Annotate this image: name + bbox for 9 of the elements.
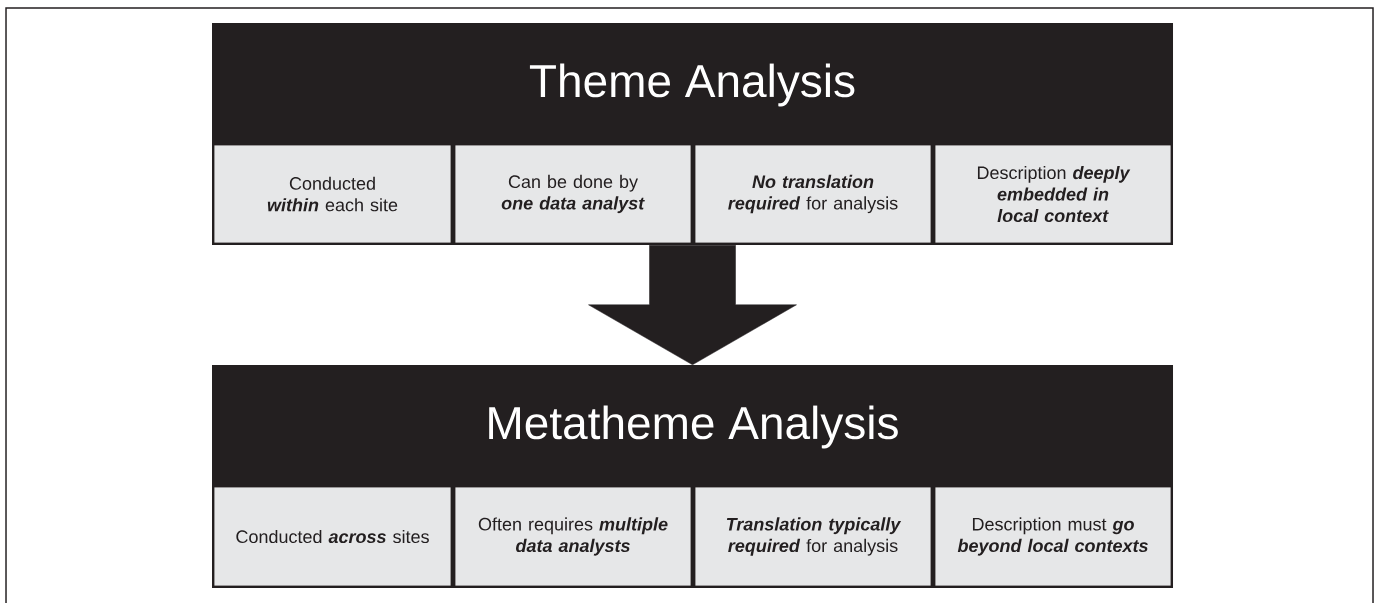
text-cell: Conducted across sites: [213, 486, 452, 587]
text-cell: Conducted within each site: [213, 144, 452, 244]
text-cell: Description must go beyond local contexts: [934, 486, 1172, 587]
text-cell: Translation typically required for analysis: [694, 486, 932, 587]
text-cell: Often requires multiple data analysts: [454, 486, 692, 587]
text-cell: Can be done by one data analyst: [454, 144, 692, 244]
block-arrow: [588, 244, 797, 366]
text-cell: No translation required for analysis: [694, 144, 932, 244]
text-cell: Description deeply embedded in local context: [934, 144, 1172, 244]
